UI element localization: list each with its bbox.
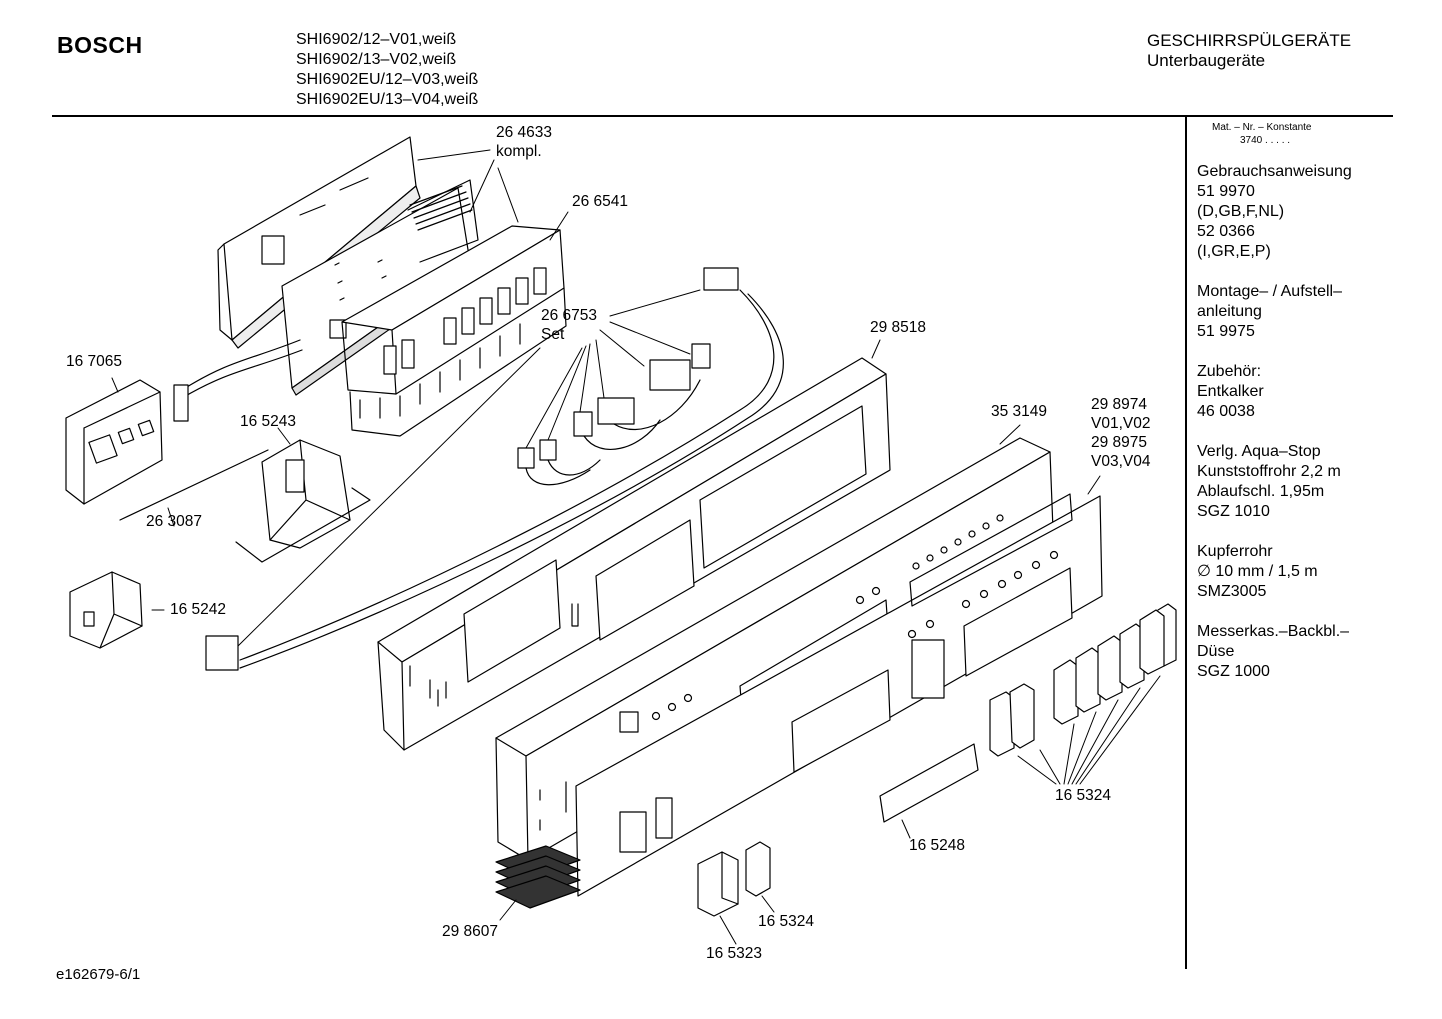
foam-strips — [495, 845, 581, 909]
info-group-nozzle: Messerkas.–Backbl.– Düse SGZ 1000 — [1197, 622, 1382, 682]
part-note: Set — [541, 326, 565, 343]
info-line: Messerkas.–Backbl.– — [1197, 623, 1350, 640]
info-line: Düse — [1197, 643, 1235, 660]
part-label: 29 8607 — [442, 922, 498, 941]
part-label: 16 5242 — [170, 600, 226, 619]
part-number: 26 4633 — [496, 124, 553, 141]
info-line: (D,GB,F,NL) — [1197, 203, 1285, 220]
category-block: GESCHIRRSPÜLGERÄTE Unterbaugeräte — [1147, 31, 1351, 71]
info-line: Gebrauchsanweisung — [1197, 163, 1352, 180]
info-group-aquastop: Verlg. Aqua–Stop Kunststoffrohr 2,2 m Ab… — [1197, 442, 1382, 522]
part-number: 16 5248 — [909, 837, 966, 854]
part-note: V01,V02 — [1091, 415, 1151, 432]
cable-connector — [173, 384, 189, 422]
brand-logo: BOSCH — [57, 32, 143, 58]
info-line: (I,GR,E,P) — [1197, 243, 1271, 260]
part-label: 16 7065 — [66, 352, 122, 371]
part-number: 16 5243 — [240, 413, 297, 430]
part-label: 16 5324 — [1055, 786, 1111, 805]
leader-lines — [111, 149, 1161, 945]
info-line: Entkalker — [1197, 383, 1264, 400]
button-pair-bottom — [697, 841, 771, 917]
model-list: SHI6902/12–V01,weiß SHI6902/13–V02,weiß … — [296, 30, 478, 110]
info-line: SMZ3005 — [1197, 583, 1267, 600]
part-label: 26 6541 — [572, 192, 628, 211]
part-number: 16 5324 — [758, 913, 815, 930]
relay-part — [69, 571, 143, 649]
bracket-part — [235, 439, 371, 563]
control-module — [341, 225, 567, 437]
mat-value: 3740 . . . . . — [1240, 135, 1291, 146]
info-line: 52 0366 — [1197, 223, 1255, 240]
part-note: kompl. — [496, 143, 542, 160]
category-title: GESCHIRRSPÜLGERÄTE — [1147, 31, 1352, 50]
part-label: 29 8518 — [870, 318, 926, 337]
info-line: 51 9970 — [1197, 183, 1255, 200]
button-set-large — [989, 603, 1177, 757]
part-number: 26 6753 — [541, 307, 598, 324]
info-line: 51 9975 — [1197, 323, 1255, 340]
info-line: SGZ 1000 — [1197, 663, 1270, 680]
trim-strip — [879, 743, 979, 823]
info-line: anleitung — [1197, 303, 1262, 320]
info-line: Ablaufschl. 1,95m — [1197, 483, 1325, 500]
ribbon-cable — [181, 339, 301, 391]
model-item: SHI6902/12–V01,weiß — [296, 31, 457, 48]
info-line: SGZ 1010 — [1197, 503, 1270, 520]
part-label: 16 5243 — [240, 412, 296, 431]
part-number: 16 5323 — [706, 945, 763, 962]
part-number: 26 6541 — [572, 193, 629, 210]
info-line: Verlg. Aqua–Stop — [1197, 443, 1321, 460]
part-label: 29 8974 V01,V02 29 8975 V03,V04 — [1091, 395, 1150, 471]
info-group-installation: Montage– / Aufstell– anleitung 51 9975 — [1197, 282, 1382, 342]
info-line: Montage– / Aufstell– — [1197, 283, 1342, 300]
panel-frame — [377, 357, 891, 751]
front-panel — [575, 493, 1103, 897]
info-group-accessory: Zubehör: Entkalker 46 0038 — [1197, 362, 1382, 422]
model-item: SHI6902EU/13–V04,weiß — [296, 91, 479, 108]
model-item: SHI6902/13–V02,weiß — [296, 51, 457, 68]
mat-label: Mat. – Nr. – Konstante — [1212, 122, 1312, 133]
part-number: 35 3149 — [991, 403, 1048, 420]
part-note: V03,V04 — [1091, 453, 1151, 470]
sidebar-info: Gebrauchsanweisung 51 9970 (D,GB,F,NL) 5… — [1197, 162, 1382, 702]
part-number: 16 7065 — [66, 353, 123, 370]
drawing-id: e162679-6/1 — [56, 966, 141, 983]
part-label: 16 5323 — [706, 944, 762, 963]
part-number: 16 5242 — [170, 601, 227, 618]
thin-wire — [119, 449, 269, 521]
part-number: 29 8975 — [1091, 434, 1148, 451]
info-group-manual: Gebrauchsanweisung 51 9970 (D,GB,F,NL) 5… — [1197, 162, 1382, 262]
info-group-copper-pipe: Kupferrohr ∅ 10 mm / 1,5 m SMZ3005 — [1197, 542, 1382, 602]
display-module — [65, 379, 163, 505]
part-label: 16 5248 — [909, 836, 965, 855]
info-line: Zubehör: — [1197, 363, 1262, 380]
part-label: 26 3087 — [146, 512, 202, 531]
ribbon-cable — [181, 349, 303, 399]
sidebar-divider — [1185, 117, 1187, 969]
part-number: 29 8607 — [442, 923, 499, 940]
info-line: Kunststoffrohr 2,2 m — [1197, 463, 1341, 480]
part-number: 26 3087 — [146, 513, 203, 530]
part-number: 29 8518 — [870, 319, 927, 336]
category-subtitle: Unterbaugeräte — [1147, 51, 1266, 70]
mat-number-block: Mat. – Nr. – Konstante 3740 . . . . . — [1212, 121, 1312, 147]
wiring-harness — [205, 267, 784, 671]
header-divider — [52, 115, 1393, 117]
part-label: 35 3149 — [991, 402, 1047, 421]
info-line: Kupferrohr — [1197, 543, 1273, 560]
info-line: 46 0038 — [1197, 403, 1255, 420]
part-label: 26 6753 Set — [541, 306, 597, 344]
part-label: 26 4633 kompl. — [496, 123, 552, 161]
info-line: ∅ 10 mm / 1,5 m — [1197, 563, 1318, 580]
part-number: 16 5324 — [1055, 787, 1112, 804]
part-label: 16 5324 — [758, 912, 814, 931]
model-item: SHI6902EU/12–V03,weiß — [296, 71, 479, 88]
part-number: 29 8974 — [1091, 396, 1148, 413]
